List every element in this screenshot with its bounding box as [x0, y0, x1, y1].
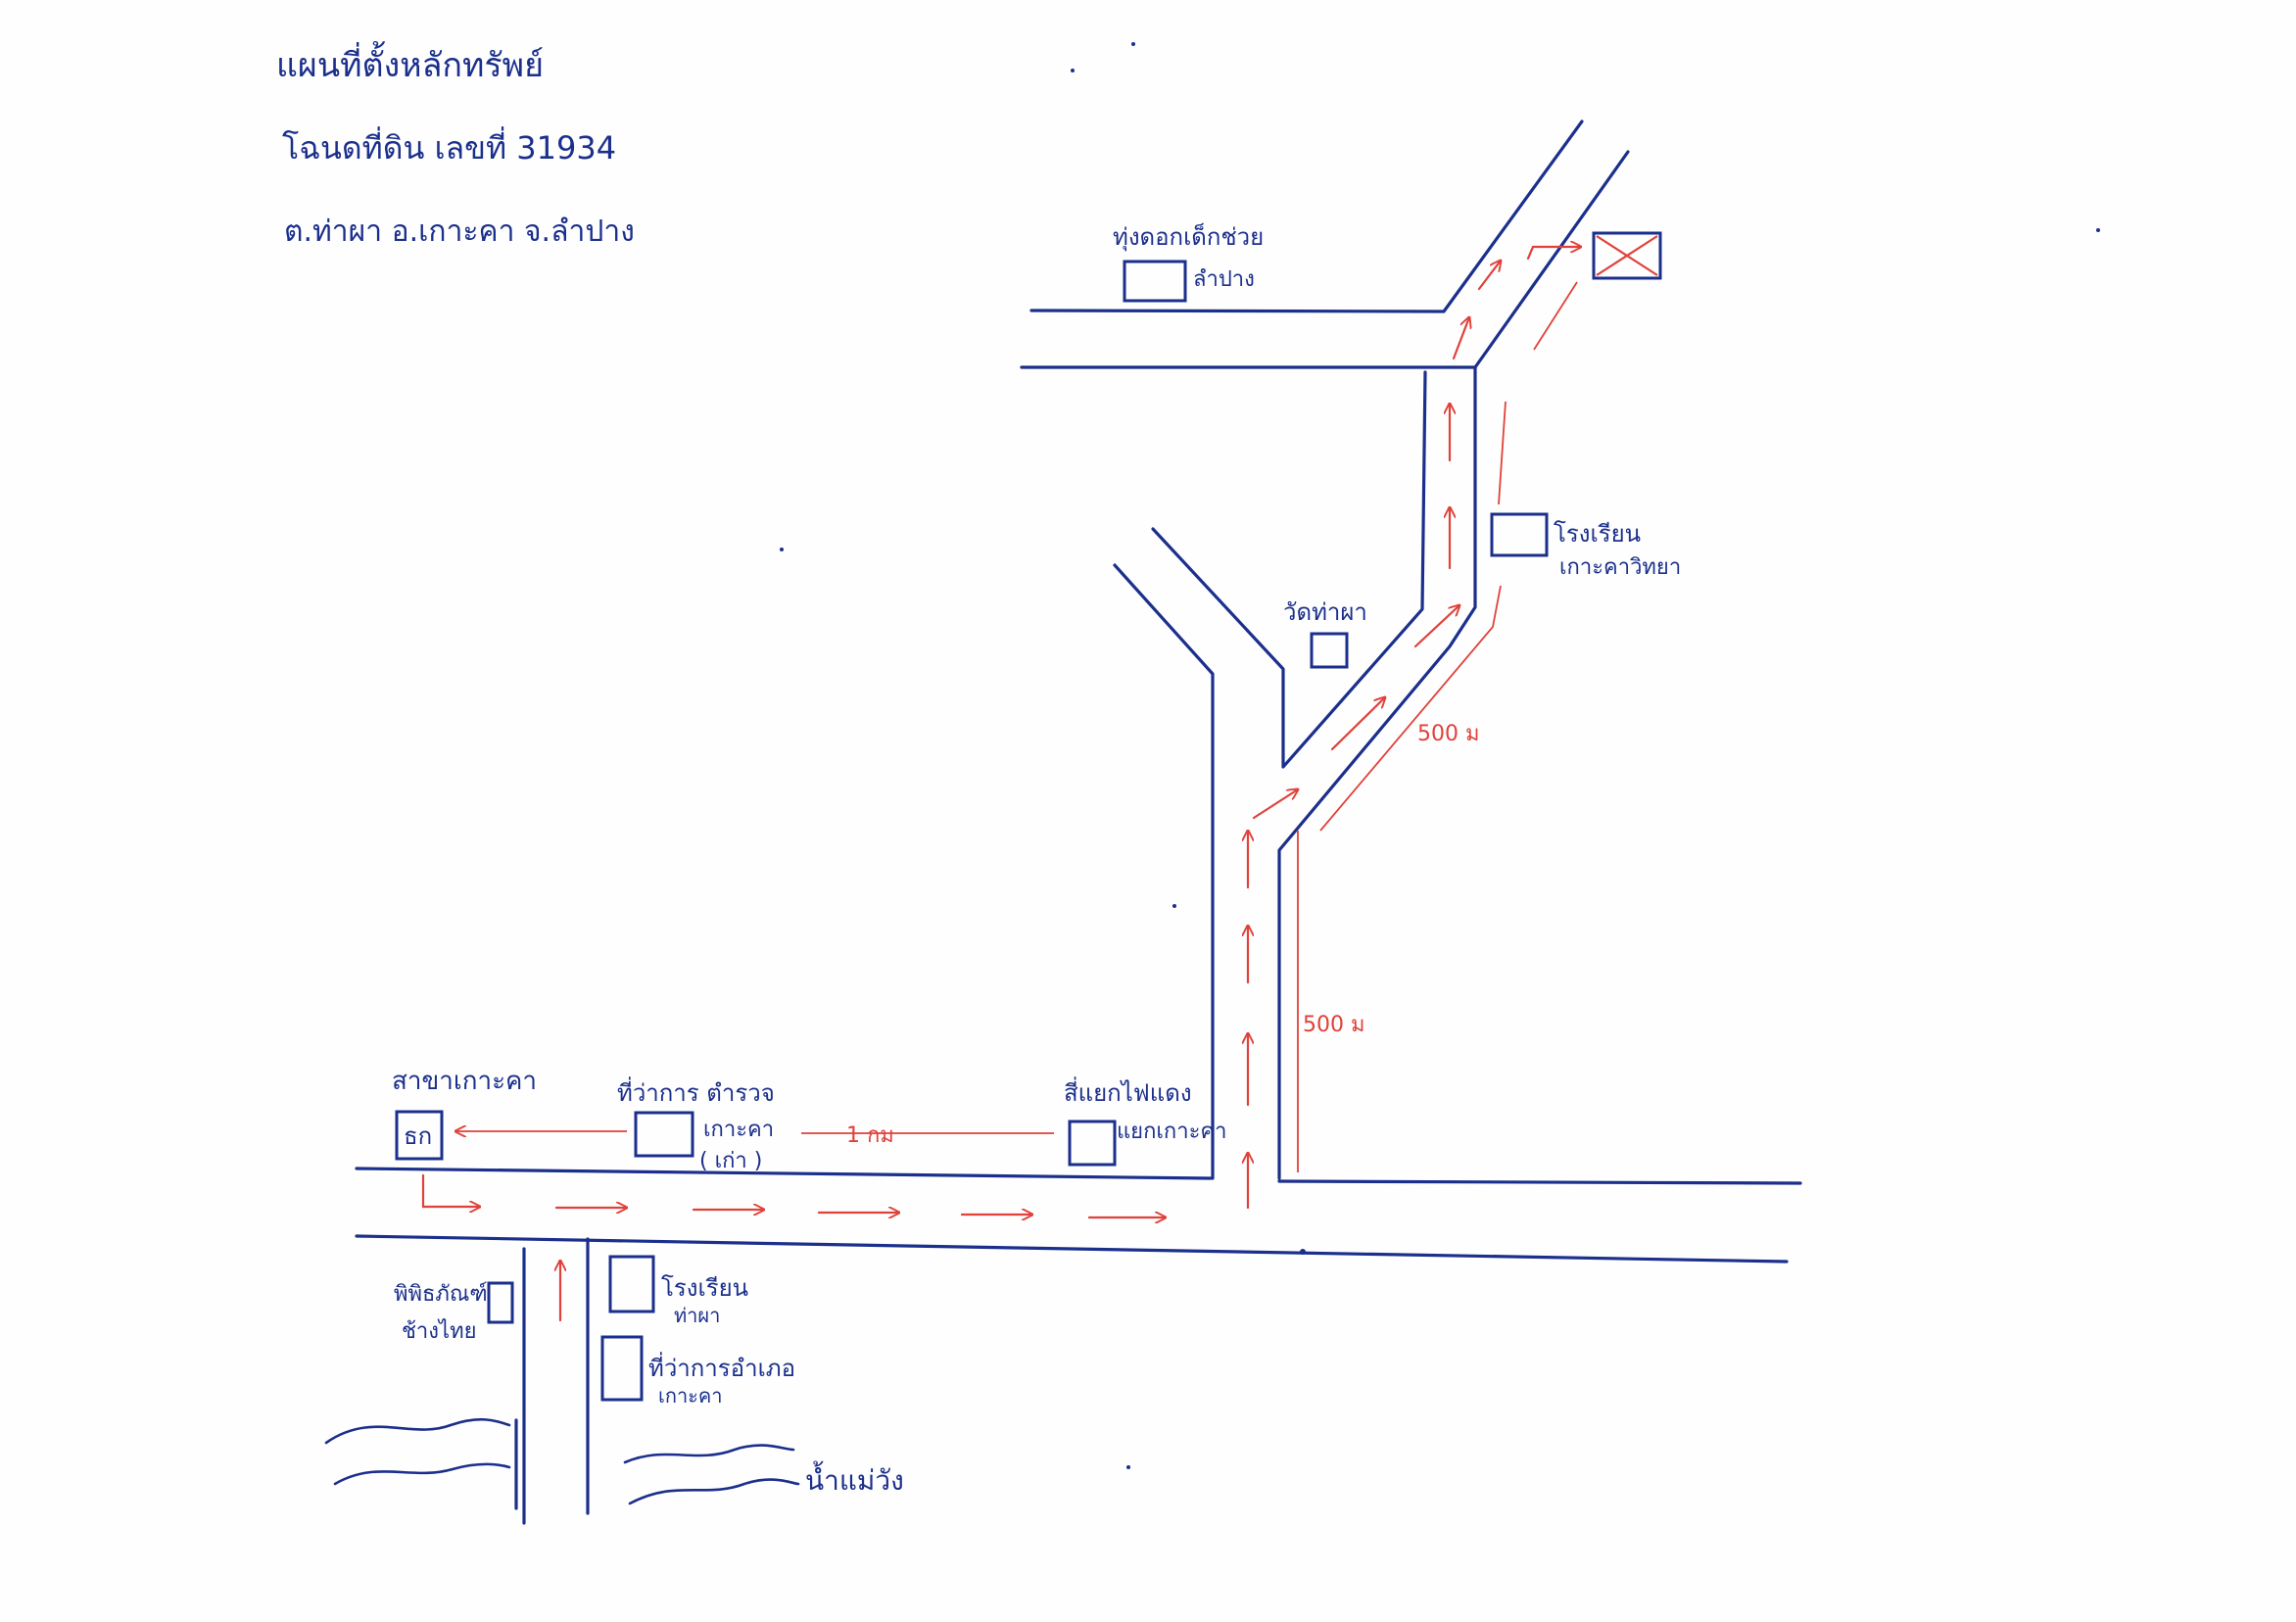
lottery-office-label-1: ทุ่งดอกเด็กช่วย: [1113, 222, 1264, 252]
distance-labels: 1 กม 500 ม 500 ม: [846, 722, 1480, 1148]
distance-500m-vertical-label: 500 ม: [1303, 1013, 1365, 1037]
buildings: [395, 260, 1549, 1402]
museum-box: [487, 1281, 514, 1324]
dimension-upper-vertical: [1498, 401, 1507, 505]
police-station-label-2: เกาะคา: [703, 1118, 774, 1142]
north-road-east-edge: [1020, 365, 1477, 1180]
intersection-label-1: สี่แยกไฟแดง: [1064, 1076, 1192, 1107]
school-kohka-box: [1490, 512, 1549, 557]
ne-road-west-edge: [1029, 119, 1584, 313]
dimension-upper-diagonal: [1533, 281, 1578, 351]
district-office-label-1: ที่ว่าการอำเภอ: [648, 1352, 795, 1382]
temple-label: วัดท่าผา: [1283, 598, 1367, 626]
river-waves: [324, 1417, 800, 1505]
main-road-bottom-edge: [355, 1234, 1789, 1264]
dimensions: [455, 281, 1578, 1172]
map-title: แผนที่ตั้งหลักทรัพย์: [276, 41, 544, 85]
dimension-500m-diagonal: [1319, 585, 1502, 832]
labels: สาขาเกาะคา ธก ที่ว่าการ ตำรวจ เกาะคา ( เ…: [392, 222, 1681, 1497]
police-station-label-3: ( เก่า ): [699, 1149, 762, 1173]
intersection-box: [1068, 1120, 1117, 1167]
deed-number: โฉนดที่ดิน เลขที่ 31934: [282, 126, 616, 167]
district-office-box: [600, 1335, 644, 1402]
distance-1km-label: 1 กม: [846, 1123, 894, 1148]
police-station-label-1: ที่ว่าการ ตำรวจ: [617, 1076, 775, 1107]
route-arrow: [1413, 605, 1459, 648]
museum-label-1: พิพิธภัณฑ์: [394, 1282, 488, 1307]
temple-road: [1151, 370, 1427, 769]
bank-branch-badge: ธก: [404, 1122, 432, 1150]
school-kohka-label-2: เกาะคาวิทยา: [1559, 555, 1681, 580]
location-line: ต.ท่าผา อ.เกาะคา จ.ลำปาง: [284, 215, 635, 249]
lottery-office-label-2: ลำปาง: [1193, 267, 1255, 292]
river-label: น้ำแม่วัง: [805, 1460, 904, 1497]
bank-branch-label: สาขาเกาะคา: [392, 1067, 537, 1096]
route-arrow: [1252, 789, 1298, 820]
police-station-box: [634, 1111, 694, 1158]
school-thapha-box: [608, 1255, 655, 1313]
distance-500m-diagonal-label: 500 ม: [1417, 722, 1480, 746]
ink-specks: [780, 42, 2100, 1469]
route: [421, 247, 1581, 1322]
lottery-office-box: [1123, 260, 1187, 303]
bank-branch-box: [395, 1110, 444, 1161]
school-thapha-label-2: ท่าผา: [674, 1304, 720, 1327]
school-thapha-label-1: โรงเรียน: [661, 1274, 748, 1302]
school-kohka-label-1: โรงเรียน: [1554, 520, 1641, 548]
roads: [355, 119, 1802, 1525]
temple-box: [1310, 632, 1349, 669]
route-arrow: [1330, 697, 1385, 751]
property-marker: [1592, 231, 1662, 280]
east-road-top-edge: [1277, 1179, 1802, 1185]
museum-label-2: ช้างไทย: [402, 1318, 476, 1344]
route-leg-start: [421, 1173, 480, 1207]
main-road-top-edge: [355, 1167, 1213, 1180]
intersection-label-2: แยกเกาะคา: [1117, 1120, 1226, 1144]
property-x-icon: [1596, 235, 1658, 276]
route-arrow: [1452, 317, 1469, 360]
route-arrow: [1526, 247, 1581, 261]
property-box: [1592, 231, 1662, 280]
route-arrow: [1477, 261, 1501, 291]
district-office-label-2: เกาะคา: [658, 1384, 723, 1407]
north-road-west-edge: [1113, 563, 1215, 1180]
ne-road-east-edge: [1473, 150, 1630, 369]
